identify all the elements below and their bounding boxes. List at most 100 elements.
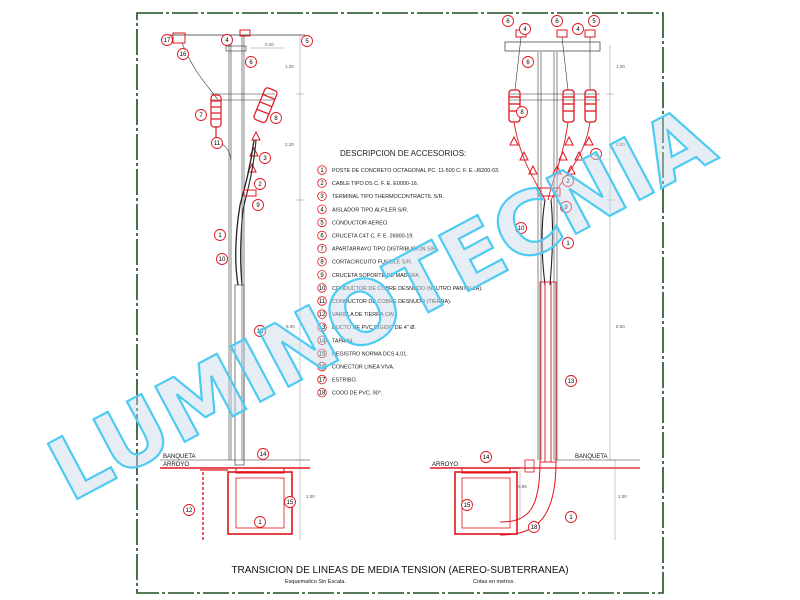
legend-number-circle [317, 348, 327, 359]
left-arroyo-label: ARROYO [163, 462, 189, 468]
legend-number: 5 [320, 220, 324, 226]
callout-number: 9 [564, 205, 568, 211]
callout-number: 16 [180, 52, 187, 58]
callout-bubble: 17 [161, 34, 173, 46]
legend-number: 3 [320, 194, 324, 200]
callout-bubble: 8 [270, 112, 282, 124]
left-tapa [235, 467, 285, 474]
left-wood-support [243, 189, 257, 197]
callout-number: 6 [526, 60, 530, 66]
callout-bubble: 16 [177, 48, 189, 60]
callout-number: 15 [464, 503, 471, 509]
legend-description: REGISTRO NORMA DCS 4.01. [332, 351, 408, 357]
legend-description: CORTACIRCUITO FUSIBLE S/R. [332, 260, 412, 266]
legend-description: ESTRIBO. [332, 378, 357, 384]
legend-description: CONDUCTOR AEREO. [332, 220, 389, 226]
legend-number: 9 [320, 273, 324, 279]
callout-number: 12 [186, 508, 193, 514]
legend-item: 4 AISLADOR TIPO ALFILER S/R. [317, 204, 408, 215]
legend-number: 1 [320, 168, 324, 174]
callout-number: 1 [258, 520, 262, 526]
callout-bubble: 13 [254, 325, 266, 337]
legend-description: TAPA 84. [332, 338, 354, 344]
callout-bubble: 9 [252, 199, 264, 211]
dim-left-020: 0.20 [265, 42, 274, 47]
right-dimensions [519, 45, 616, 540]
callout-bubble: 7 [195, 109, 207, 121]
callout-number: 4 [225, 38, 229, 44]
legend-number-circle [317, 374, 327, 385]
legend-number: 16 [319, 365, 326, 371]
legend-description: CONDUCTOR DE COBRE DESNUDO (TIERRA). [332, 299, 451, 305]
callout-bubble: 13 [565, 375, 577, 387]
callout-bubble: 14 [480, 451, 492, 463]
dim-left-120: 1.20 [285, 64, 294, 69]
callout-bubble: 1 [214, 229, 226, 241]
legend-number: 11 [319, 299, 326, 305]
legend-description: VARILLA DE TIERRA CW. [332, 312, 395, 318]
dim-left-100: 1.00 [306, 494, 315, 499]
callout-bubble: 3 [259, 152, 271, 164]
callout-bubble: 6 [245, 56, 257, 68]
callout-number: 13 [257, 329, 264, 335]
left-pvc-duct [234, 284, 245, 466]
dim-right-100: 1.00 [618, 494, 627, 499]
right-wood-support [537, 187, 561, 197]
legend-description: POSTE DE CONCRETO OCTAGONAL PC. 11-500 C… [332, 168, 500, 174]
legend-number: 13 [319, 325, 326, 331]
right-ds-cables [513, 121, 591, 201]
callout-number: 8 [520, 110, 524, 116]
left-insulator [239, 29, 251, 37]
legend-number-circle [317, 217, 327, 228]
right-registro [454, 471, 518, 535]
callout-bubble: 14 [257, 448, 269, 460]
dim-right-800: 8.00 [616, 324, 625, 329]
right-pole [537, 52, 558, 460]
left-crossarm [225, 45, 247, 52]
callout-bubble: 8 [516, 106, 528, 118]
legend-item: 17 ESTRIBO. [317, 374, 357, 385]
legend-number-circle [317, 322, 327, 332]
callout-number: 11 [214, 141, 221, 147]
legend-number: 17 [319, 378, 326, 384]
dim-left-220: 2.20 [285, 142, 294, 147]
callout-bubble: 6 [502, 15, 514, 27]
legend-item: 14 TAPA 84. [317, 335, 354, 346]
legend-number-circle [317, 257, 327, 267]
legend-number: 8 [320, 260, 324, 266]
callout-bubble: 5 [301, 35, 313, 47]
callout-bubble: 1 [254, 516, 266, 528]
callout-bubble: 18 [528, 521, 540, 533]
legend-number: 6 [320, 234, 324, 240]
left-banqueta-label: BANQUETA [163, 454, 196, 460]
callout-number: 10 [518, 226, 525, 232]
legend-number: 4 [320, 207, 324, 213]
legend-description: TERMINAL TIPO THERMOCONTRACTIL S/R. [332, 194, 444, 200]
callout-number: 8 [274, 116, 278, 122]
dim-right-120: 1.20 [616, 64, 625, 69]
callout-number: 4 [576, 27, 580, 33]
callout-bubble: 9 [560, 201, 572, 213]
legend-description: AISLADOR TIPO ALFILER S/R. [332, 207, 408, 213]
callout-number: 15 [287, 500, 294, 506]
legend-list: 1 POSTE DE CONCRETO OCTAGONAL PC. 11-500 … [317, 165, 500, 398]
callout-bubble: 4 [221, 34, 233, 46]
legend-number: 14 [319, 338, 326, 344]
callout-number: 1 [566, 241, 570, 247]
callout-bubble: 10 [216, 253, 228, 265]
drawing-title: TRANSICION DE LINEAS DE MEDIA TENSION (A… [231, 565, 568, 576]
legend-number-circle [317, 296, 327, 306]
callout-number: 14 [260, 452, 267, 458]
callout-number: 5 [592, 19, 596, 25]
legend-description: APARTARRAYO TIPO DISTRIBUCION S/R. [332, 247, 438, 253]
left-ds-cable [235, 139, 255, 286]
